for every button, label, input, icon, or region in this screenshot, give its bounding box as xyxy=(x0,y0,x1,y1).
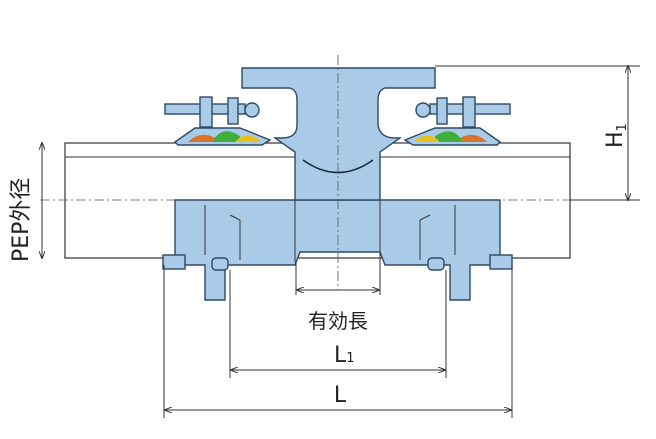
upper-tee-body xyxy=(164,55,511,290)
gasket-orange-right xyxy=(460,134,487,142)
pep-outer-diameter-label: PEP外径 xyxy=(9,178,34,262)
gasket-yellow-right xyxy=(415,135,440,142)
dimension-l1: L1 xyxy=(229,270,447,378)
h1-subscript: 1 xyxy=(615,123,630,131)
bolt-left-lower xyxy=(162,254,186,270)
l1-subscript: 1 xyxy=(346,351,354,366)
gasket-green-left xyxy=(212,131,240,142)
dimension-h1: H1 xyxy=(435,66,640,200)
dimension-effective-length: 有効長 xyxy=(295,262,381,333)
bolt-right-lower xyxy=(489,254,513,270)
dimension-l: L xyxy=(163,265,513,418)
gasket-green-right xyxy=(435,131,463,142)
l1-label: L xyxy=(334,343,347,368)
gasket-orange-left xyxy=(188,134,215,142)
l-label: L xyxy=(334,383,347,408)
svg-text:H1: H1 xyxy=(603,123,630,148)
effective-length-label: 有効長 xyxy=(308,309,368,333)
svg-text:L1: L1 xyxy=(334,343,355,368)
h1-label: H xyxy=(603,131,628,148)
dimension-pep-outer-diameter: PEP外径 xyxy=(9,143,42,262)
gasket-yellow-left xyxy=(235,135,260,142)
lower-saddle-body xyxy=(162,199,513,301)
